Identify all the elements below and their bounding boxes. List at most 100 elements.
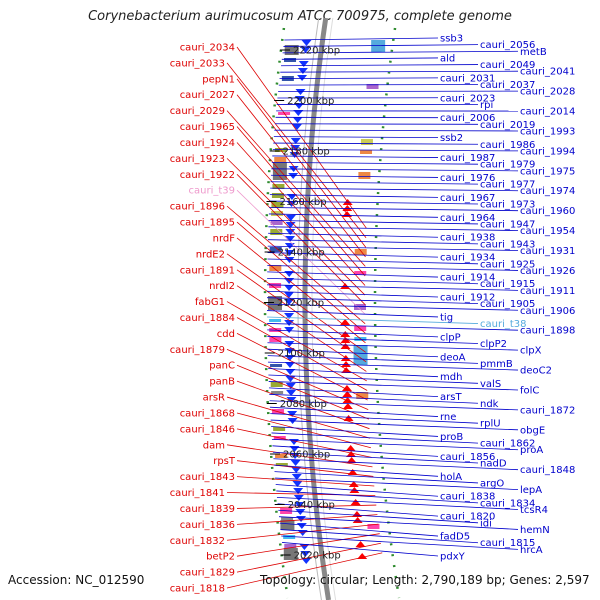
gene-label-right[interactable]: cauri_1856: [440, 452, 495, 463]
gene-label-right[interactable]: cauri_1934: [440, 253, 495, 264]
gene-label-right[interactable]: cauri_1912: [440, 293, 495, 304]
gene-label-right[interactable]: argO: [480, 478, 504, 489]
gene-label-right[interactable]: rpi: [480, 100, 493, 111]
gene-label-right[interactable]: clpP2: [480, 339, 507, 350]
gene-labels[interactable]: cauri_2034cauri_2033pepN1cauri_2027cauri…: [170, 34, 576, 595]
gene-label-right[interactable]: cauri_1838: [440, 492, 495, 503]
gene-label-left[interactable]: panB: [209, 377, 235, 388]
gene-label-right[interactable]: cauri_1911: [520, 286, 575, 297]
gene-label-right[interactable]: cauri_1943: [480, 239, 535, 250]
gene-label-left[interactable]: cauri_1841: [170, 488, 225, 499]
gene-label-left[interactable]: cauri_1868: [180, 408, 235, 419]
gene-label-left[interactable]: cauri_1923: [170, 154, 225, 165]
gene-label-left[interactable]: cauri_1879: [170, 345, 225, 356]
gene-label-right[interactable]: cauri_1960: [520, 206, 575, 217]
gene-label-left[interactable]: cauri_2027: [180, 90, 235, 101]
gene-label-left[interactable]: fabG1: [195, 297, 225, 308]
gene-label-right[interactable]: clpX: [520, 346, 542, 357]
gene-label-left[interactable]: cauri_1895: [180, 218, 235, 229]
gene-label-right[interactable]: cauri_1925: [480, 259, 535, 270]
gene-label-right[interactable]: cauri_2023: [440, 93, 495, 104]
gene-label-right[interactable]: cauri_1993: [520, 126, 575, 137]
gene-label-right[interactable]: cauri_1848: [520, 465, 575, 476]
gene-label-right[interactable]: rplU: [480, 419, 501, 430]
gene-label-right[interactable]: cauri_2014: [520, 107, 575, 118]
gene-label-right[interactable]: holA: [440, 472, 462, 483]
gene-label-right[interactable]: idi: [480, 518, 492, 529]
gene-label-left[interactable]: cauri_1846: [180, 424, 235, 435]
gene-label-right[interactable]: mdh: [440, 372, 462, 383]
gene-label-left[interactable]: cauri_1922: [180, 170, 235, 181]
gene-label-left[interactable]: cauri_2034: [180, 43, 235, 54]
gene-label-right[interactable]: ssb2: [440, 133, 463, 144]
gene-label-right[interactable]: cauri_1926: [520, 266, 575, 277]
gene-label-right[interactable]: nadD: [480, 459, 507, 470]
gene-label-right[interactable]: hemN: [520, 525, 550, 536]
gene-label-right[interactable]: cauri_1815: [480, 538, 535, 549]
gene-label-left[interactable]: cauri_1818: [170, 584, 225, 595]
gene-label-right[interactable]: cauri_2056: [480, 40, 535, 51]
gene-label-right[interactable]: cauri_t38: [480, 319, 527, 330]
gene-label-right[interactable]: lepA: [520, 485, 542, 496]
gene-label-left[interactable]: nrdF: [213, 233, 236, 244]
gene-label-right[interactable]: cauri_1976: [440, 173, 495, 184]
gene-label-right[interactable]: proB: [440, 432, 463, 443]
gene-label-right[interactable]: cauri_1954: [520, 226, 575, 237]
gene-label-right[interactable]: cauri_1834: [480, 498, 535, 509]
gene-label-right[interactable]: folC: [520, 385, 539, 396]
gene-label-left[interactable]: nrdE2: [196, 249, 225, 260]
gene-label-right[interactable]: deoA: [440, 352, 466, 363]
gene-label-left[interactable]: betP2: [206, 552, 235, 563]
gene-label-right[interactable]: cauri_1872: [520, 405, 575, 416]
gene-label-right[interactable]: cauri_1938: [440, 233, 495, 244]
gene-label-right[interactable]: obgE: [520, 425, 545, 436]
gene-label-right[interactable]: cauri_1931: [520, 246, 575, 257]
gene-label-right[interactable]: clpP: [440, 332, 461, 343]
gene-label-left[interactable]: cauri_2033: [170, 58, 225, 69]
gene-label-right[interactable]: cauri_2037: [480, 80, 535, 91]
gene-label-right[interactable]: cauri_2019: [480, 120, 535, 131]
gene-label-right[interactable]: cauri_1967: [440, 193, 495, 204]
gene-label-right[interactable]: rne: [440, 412, 456, 423]
gene-label-left[interactable]: pepN1: [202, 74, 235, 85]
gene-label-right[interactable]: cauri_1974: [520, 186, 575, 197]
gene-label-right[interactable]: cauri_2031: [440, 73, 495, 84]
gene-label-right[interactable]: cauri_1979: [480, 160, 535, 171]
gene-label-right[interactable]: ald: [440, 53, 455, 64]
gene-label-right[interactable]: valS: [480, 379, 501, 390]
gene-label-left[interactable]: cauri_1924: [180, 138, 235, 149]
gene-label-right[interactable]: pdxY: [440, 552, 466, 563]
gene-label-right[interactable]: cauri_1898: [520, 326, 575, 337]
gene-label-left[interactable]: arsR: [203, 393, 225, 404]
gene-label-left[interactable]: cauri_1884: [180, 313, 235, 324]
gene-label-right[interactable]: cauri_1905: [480, 299, 535, 310]
gene-label-right[interactable]: cauri_1975: [520, 166, 575, 177]
gene-label-left[interactable]: cauri_1896: [170, 202, 225, 213]
gene-label-left[interactable]: cauri_1832: [170, 536, 225, 547]
gene-label-left[interactable]: cauri_1843: [180, 472, 235, 483]
gene-label-right[interactable]: cauri_2006: [440, 113, 495, 124]
gene-label-left[interactable]: cauri_1829: [180, 568, 235, 579]
gene-label-right[interactable]: cauri_1986: [480, 140, 535, 151]
gene-label-right[interactable]: pmmB: [480, 359, 513, 370]
gene-label-right[interactable]: cauri_1914: [440, 273, 495, 284]
gene-label-right[interactable]: tig: [440, 312, 453, 323]
gene-label-right[interactable]: ndk: [480, 399, 499, 410]
gene-label-right[interactable]: cauri_1906: [520, 306, 575, 317]
gene-label-right[interactable]: cauri_1915: [480, 279, 535, 290]
gene-label-right[interactable]: deoC2: [520, 366, 552, 377]
gene-label-right[interactable]: cauri_1964: [440, 213, 495, 224]
gene-label-right[interactable]: fadD5: [440, 532, 470, 543]
gene-label-right[interactable]: cauri_1977: [480, 180, 535, 191]
gene-label-right[interactable]: ssb3: [440, 34, 463, 45]
gene-label-right[interactable]: cauri_2049: [480, 60, 535, 71]
gene-label-left[interactable]: dam: [203, 440, 225, 451]
gene-label-left[interactable]: cauri_1965: [180, 122, 235, 133]
gene-label-right[interactable]: metB: [520, 47, 547, 58]
gene-label-right[interactable]: cauri_1862: [480, 439, 535, 450]
gene-label-right[interactable]: arsT: [440, 392, 462, 403]
gene-label-left[interactable]: cauri_1891: [180, 265, 235, 276]
gene-label-left[interactable]: cauri_1839: [180, 504, 235, 515]
gene-label-left[interactable]: cdd: [217, 329, 235, 340]
